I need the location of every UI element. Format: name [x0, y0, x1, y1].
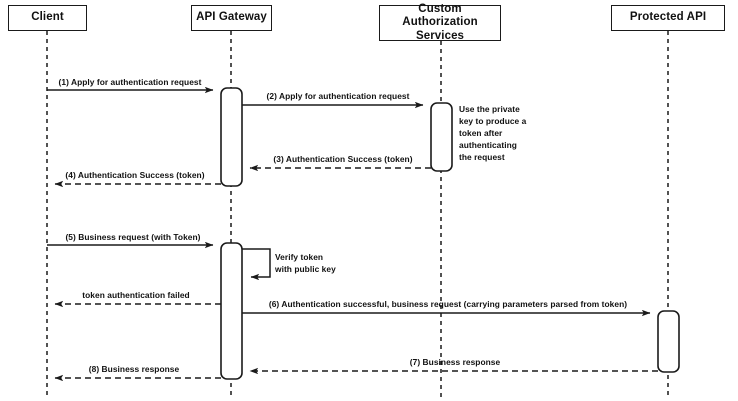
- message-label-6: (6) Authentication successful, business …: [268, 299, 628, 309]
- actor-box-custom-authorization-services[interactable]: Custom Authorization Services: [379, 2, 501, 42]
- actor-label-api-gateway: API Gateway: [196, 11, 267, 24]
- self-message-label-line1: Verify token: [275, 252, 324, 262]
- actor-box-api-gateway[interactable]: API Gateway: [191, 5, 272, 31]
- note-private-key-token: Use the private key to produce a token a…: [459, 104, 526, 164]
- actor-box-client[interactable]: Client: [8, 5, 87, 31]
- actor-label-protected-api: Protected API: [629, 11, 707, 24]
- message-label-8: (8) Business response: [88, 364, 180, 374]
- note-line-4: authenticating: [459, 139, 517, 150]
- actor-label-custom-authorization-services-line1: Custom Authorization: [402, 2, 478, 29]
- message-label-7: (7) Business response: [409, 357, 501, 367]
- activation-custom-auth-services: [430, 102, 453, 172]
- message-label-4: (4) Authentication Success (token): [65, 170, 205, 180]
- message-label-1: (1) Apply for authentication request: [58, 77, 202, 87]
- actor-label-custom-authorization-services-line2: Services: [415, 29, 465, 42]
- self-message-label-verify-token: Verify token with public key: [275, 252, 336, 276]
- message-arrows: [47, 86, 658, 382]
- note-line-1: Use the private: [459, 104, 520, 114]
- self-message-loop-verify-token: [242, 248, 271, 281]
- self-message-label-line2: with public key: [275, 263, 336, 274]
- message-label-5: (5) Business request (with Token): [65, 232, 201, 242]
- actor-box-protected-api[interactable]: Protected API: [611, 5, 725, 31]
- activation-protected-api: [657, 310, 680, 373]
- actor-label-client: Client: [31, 11, 64, 24]
- message-label-token-auth-failed: token authentication failed: [82, 290, 190, 300]
- message-label-2: (2) Apply for authentication request: [266, 91, 410, 101]
- note-line-5: the request: [459, 151, 505, 162]
- activation-api-gateway-auth: [220, 87, 243, 187]
- note-line-3: token after: [459, 127, 503, 138]
- activation-bars: [220, 87, 680, 380]
- message-label-3: (3) Authentication Success (token): [273, 154, 413, 164]
- activation-api-gateway-business: [220, 242, 243, 380]
- note-line-2: key to produce a: [459, 115, 527, 126]
